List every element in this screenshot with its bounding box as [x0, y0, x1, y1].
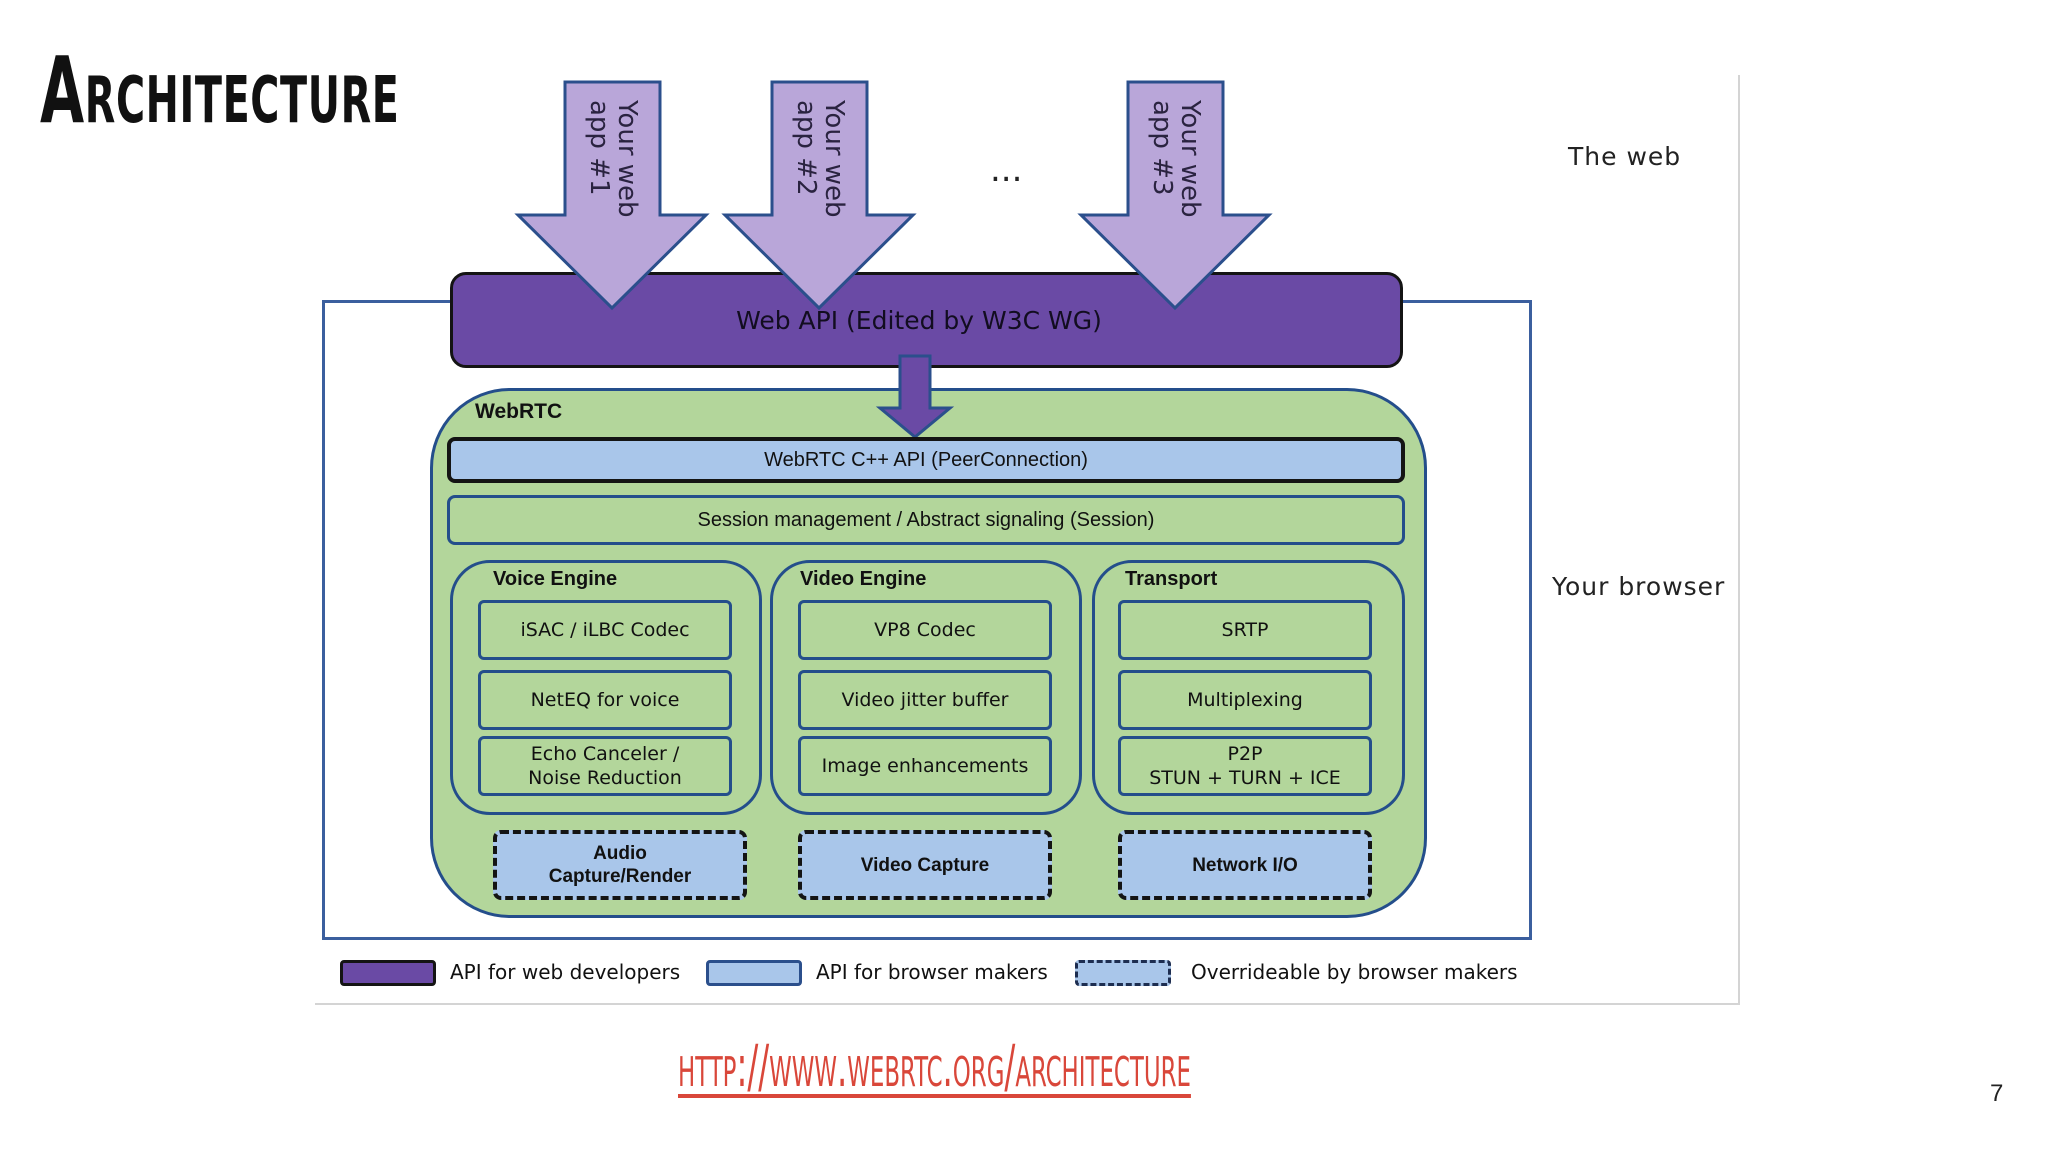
transport-module-srtp: SRTP	[1118, 600, 1372, 660]
app-arrow-3	[1077, 80, 1273, 311]
voice-module-neteq: NetEQ for voice	[478, 670, 732, 730]
audio-capture-render: Audio Capture/Render	[493, 830, 747, 900]
web-api-label: Web API (Edited by W3C WG)	[736, 305, 1102, 335]
page-number: 7	[1990, 1080, 2004, 1107]
legend-label-overrideable: Overrideable by browser makers	[1191, 960, 1518, 984]
video-module-codec: VP8 Codec	[798, 600, 1052, 660]
legend-swatch-overrideable	[1075, 960, 1171, 986]
legend-swatch-web-api	[340, 960, 436, 986]
video-module-jitter: Video jitter buffer	[798, 670, 1052, 730]
app-arrow-2	[721, 80, 917, 311]
voice-module-codec: iSAC / iLBC Codec	[478, 600, 732, 660]
transport-module-multiplexing: Multiplexing	[1118, 670, 1372, 730]
legend-label-web-api: API for web developers	[450, 960, 681, 984]
more-apps-ellipsis: ...	[990, 150, 1023, 190]
session-label: Session management / Abstract signaling …	[697, 508, 1155, 531]
video-capture: Video Capture	[798, 830, 1052, 900]
session-bar: Session management / Abstract signaling …	[447, 495, 1405, 545]
source-link[interactable]: http://www.webrtc.org/architecture	[678, 1032, 1191, 1100]
transport-module-p2p: P2P STUN + TURN + ICE	[1118, 736, 1372, 796]
slide-title: Architecture	[40, 37, 400, 144]
network-io: Network I/O	[1118, 830, 1372, 900]
web-api-down-arrow	[875, 354, 955, 439]
legend-label-browser-api: API for browser makers	[816, 960, 1048, 984]
voice-module-echo: Echo Canceler / Noise Reduction	[478, 736, 732, 796]
transport-engine-title: Transport	[1125, 568, 1218, 590]
cpp-api-bar: WebRTC C++ API (PeerConnection)	[447, 437, 1405, 483]
voice-engine-title: Voice Engine	[493, 568, 618, 590]
video-module-image: Image enhancements	[798, 736, 1052, 796]
cpp-api-label: WebRTC C++ API (PeerConnection)	[764, 448, 1088, 471]
figure-frame	[315, 75, 1740, 1005]
app-arrow-1	[514, 80, 710, 311]
legend-swatch-browser-api	[706, 960, 802, 986]
video-engine-title: Video Engine	[800, 568, 927, 590]
webrtc-label: WebRTC	[475, 400, 563, 423]
web-api-bar: Web API (Edited by W3C WG)	[450, 272, 1403, 368]
layer-label-browser: Your browser	[1552, 572, 1726, 601]
layer-label-web: The web	[1568, 142, 1682, 171]
